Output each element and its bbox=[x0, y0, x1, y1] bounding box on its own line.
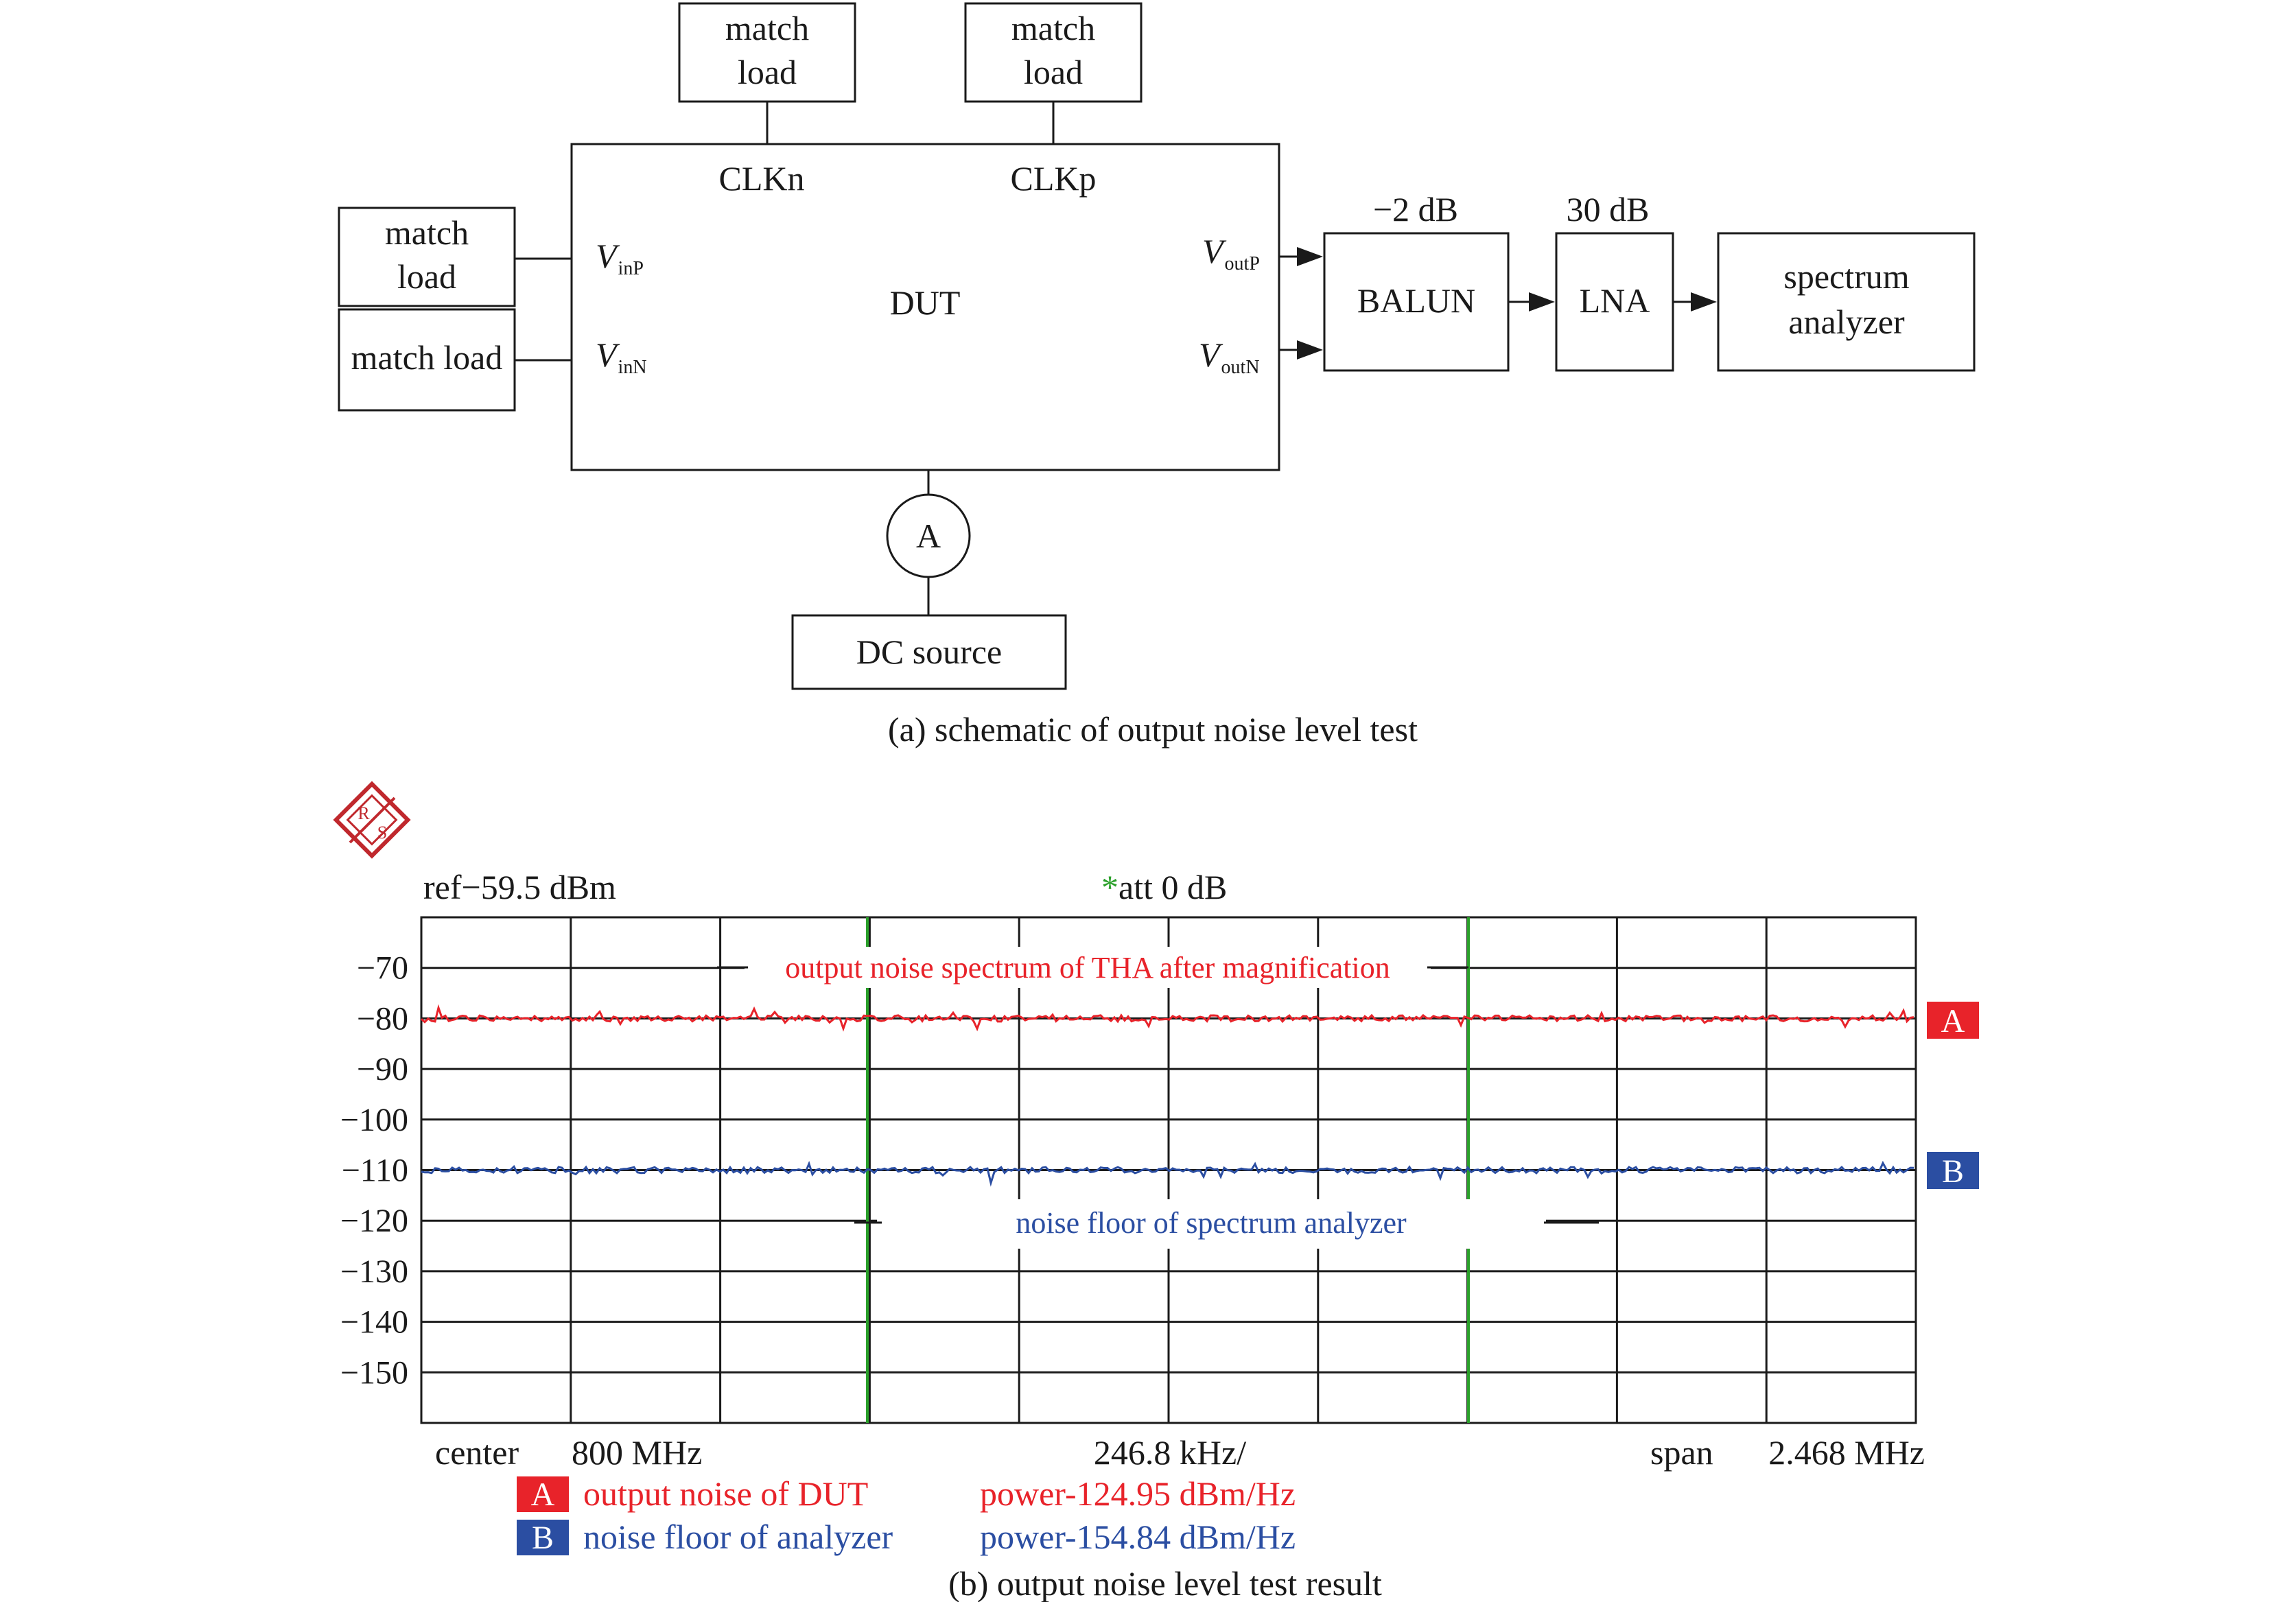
legend-badge-a-label: A bbox=[531, 1476, 555, 1513]
balun-block: BALUN bbox=[1323, 232, 1510, 372]
x-span-value: 2.468 MHz bbox=[1768, 1433, 1925, 1472]
clkp-port-label: CLKp bbox=[1011, 159, 1097, 198]
trace-a-annotation: output noise spectrum of THA after magni… bbox=[785, 951, 1390, 985]
lna-block: LNA bbox=[1555, 232, 1674, 372]
lna-label: LNA bbox=[1580, 281, 1650, 320]
dut-label: DUT bbox=[890, 283, 961, 322]
trace-b-badge-label: B bbox=[1942, 1153, 1964, 1190]
y-tick-label: −80 bbox=[357, 1000, 408, 1037]
voutn-port-label: VoutN bbox=[1199, 335, 1260, 378]
trace-b-annotation: noise floor of spectrum analyzer bbox=[1016, 1206, 1407, 1240]
text-line: analyzer bbox=[1788, 303, 1905, 341]
text-line: load bbox=[738, 53, 797, 91]
attenuation-label: *att 0 dB bbox=[1101, 868, 1227, 906]
text-line: match bbox=[385, 213, 469, 252]
dc-source-block: DC source bbox=[791, 614, 1067, 690]
text-line: spectrum bbox=[1783, 257, 1909, 296]
legend-power-a: power-124.95 dBm/Hz bbox=[980, 1474, 1296, 1513]
trace-b-badge: B bbox=[1927, 1152, 1979, 1190]
arrow-lna-analyzer bbox=[1673, 292, 1717, 311]
arrow-voutn bbox=[1279, 340, 1323, 360]
clkn-port-label: CLKn bbox=[719, 159, 805, 198]
y-tick-label: −130 bbox=[340, 1253, 408, 1290]
legend: A output noise of DUT power-124.95 dBm/H… bbox=[517, 1474, 1296, 1556]
attenuation-star: * bbox=[1101, 868, 1118, 906]
match-load-top-left-label: match load bbox=[725, 9, 809, 91]
analyzer-plot: −70 −80 −90 −100 −110 −120 −130 −140 −150 output… bbox=[340, 916, 1917, 1424]
legend-item-b: B noise floor of analyzer power-154.84 d… bbox=[517, 1518, 1296, 1556]
legend-badge-b bbox=[517, 1520, 569, 1555]
voutp-port-label: VoutP bbox=[1202, 232, 1260, 274]
ammeter: A bbox=[886, 493, 971, 578]
analyzer-result: R S ref−59.5 dBm *att 0 dB −70 −80 −90 −100… bbox=[333, 781, 1979, 1602]
y-axis-ticks: −70 −80 −90 −100 −110 −120 −130 −140 −150 bbox=[340, 950, 408, 1391]
y-tick-label: −90 bbox=[357, 1051, 408, 1087]
trace-a-line bbox=[421, 1004, 1914, 1032]
match-load-left-upper-label: match load bbox=[385, 213, 469, 296]
legend-item-a: A output noise of DUT power-124.95 dBm/H… bbox=[517, 1474, 1296, 1513]
ref-level-label: ref−59.5 dBm bbox=[423, 868, 616, 906]
y-tick-label: −120 bbox=[340, 1203, 408, 1239]
trace-b-line bbox=[421, 1160, 1914, 1187]
legend-name-a: output noise of DUT bbox=[583, 1474, 868, 1513]
analyzer-caption: (b) output noise level test result bbox=[948, 1564, 1382, 1602]
dc-source-label: DC source bbox=[856, 633, 1002, 671]
arrow-voutp bbox=[1279, 247, 1323, 266]
match-load-left-lower-label: match load bbox=[351, 338, 503, 377]
legend-name-b: noise floor of analyzer bbox=[583, 1518, 893, 1556]
text-line: match bbox=[1011, 9, 1095, 47]
y-tick-label: −150 bbox=[340, 1354, 408, 1391]
rs-logo-icon: R S bbox=[333, 781, 411, 859]
rs-logo-letter-r: R bbox=[358, 803, 370, 823]
match-load-top-right-label: match load bbox=[1011, 9, 1095, 91]
x-center-label: center bbox=[435, 1433, 519, 1472]
y-tick-label: −70 bbox=[357, 950, 408, 987]
legend-power-b: power-154.84 dBm/Hz bbox=[980, 1518, 1296, 1556]
dut-block: DUT CLKn CLKp VinP VinN VoutP VoutN bbox=[570, 143, 1280, 471]
lna-gain-label: 30 dB bbox=[1567, 190, 1650, 228]
x-center-value: 800 MHz bbox=[572, 1433, 702, 1472]
x-span-label: span bbox=[1650, 1433, 1713, 1472]
y-tick-label: −140 bbox=[340, 1304, 408, 1341]
schematic-caption: (a) schematic of output noise level test bbox=[888, 710, 1418, 749]
text-line: match bbox=[725, 9, 809, 47]
attenuation-value: att 0 dB bbox=[1118, 868, 1227, 906]
balun-label: BALUN bbox=[1357, 281, 1475, 320]
ammeter-label: A bbox=[916, 517, 941, 555]
match-load-left-lower: match load bbox=[338, 308, 516, 412]
trace-a-badge-label: A bbox=[1941, 1003, 1965, 1039]
spectrum-analyzer-block: spectrum analyzer bbox=[1717, 232, 1976, 372]
arrow-balun-lna bbox=[1508, 292, 1555, 311]
match-load-top-left: match load bbox=[678, 2, 856, 103]
y-tick-label: −110 bbox=[342, 1153, 408, 1189]
trace-a-annotation-bg bbox=[745, 947, 1431, 988]
legend-badge-a bbox=[517, 1476, 569, 1512]
spectrum-analyzer-label: spectrum analyzer bbox=[1783, 257, 1909, 341]
vinp-port-label: VinP bbox=[596, 237, 644, 279]
x-per-division: 246.8 kHz/ bbox=[1094, 1433, 1246, 1472]
balun-gain-label: −2 dB bbox=[1373, 190, 1458, 228]
text-line: load bbox=[1024, 53, 1083, 91]
text-line: load bbox=[397, 257, 456, 296]
trace-a-badge: A bbox=[1927, 1002, 1979, 1039]
legend-badge-b-label: B bbox=[532, 1520, 554, 1556]
match-load-left-upper: match load bbox=[338, 207, 516, 307]
schematic: match load match load match load match load… bbox=[338, 2, 1976, 749]
y-tick-label: −100 bbox=[340, 1102, 408, 1138]
rs-logo-letter-s: S bbox=[377, 823, 387, 843]
vinn-port-label: VinN bbox=[596, 335, 647, 378]
trace-b-annotation-bg bbox=[877, 1199, 1546, 1249]
match-load-top-right: match load bbox=[964, 2, 1143, 103]
